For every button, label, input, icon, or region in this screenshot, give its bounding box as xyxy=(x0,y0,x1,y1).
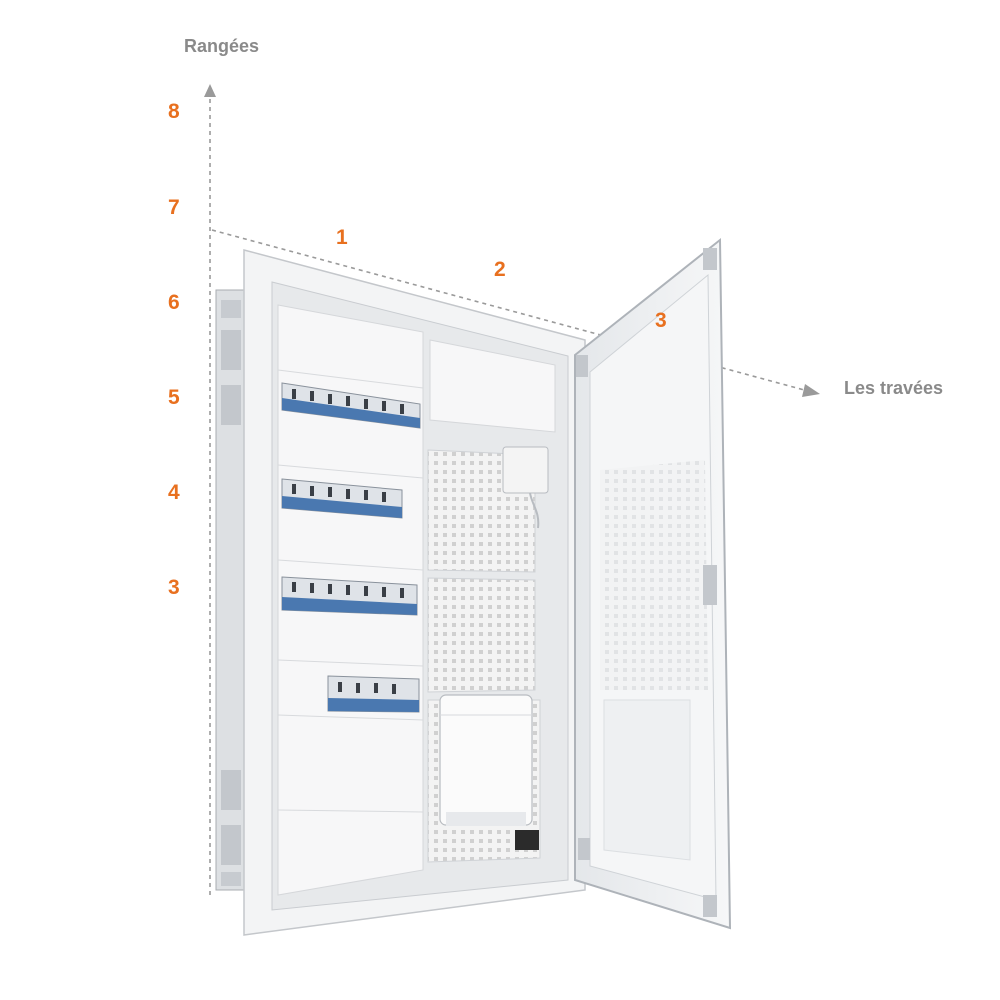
door-hinges xyxy=(576,248,717,917)
bay-1-slot-lines xyxy=(277,369,424,813)
row-number: 3 xyxy=(168,576,180,599)
bays-axis-arrow-icon xyxy=(802,384,820,397)
door-reflection-perforated xyxy=(600,460,708,690)
bay-number: 2 xyxy=(494,258,506,281)
row-number: 5 xyxy=(168,386,180,409)
row-number: 6 xyxy=(168,291,180,314)
breaker-row-2 xyxy=(281,478,403,519)
row-number: 8 xyxy=(168,100,180,123)
rows-axis-arrow-icon xyxy=(204,84,216,97)
door-reflection-box xyxy=(603,699,691,861)
bay-2-perforated-plate-lower xyxy=(427,577,536,693)
row-number: 4 xyxy=(168,481,180,504)
breaker-row-1 xyxy=(281,382,421,429)
breaker-row-4 xyxy=(327,675,420,713)
bay-number: 3 xyxy=(655,309,667,332)
cable-clip xyxy=(515,830,539,850)
rows-axis-title: Rangées xyxy=(184,36,260,56)
bay-number: 1 xyxy=(336,226,348,249)
side-mounting-rail xyxy=(215,289,247,891)
bay-2-top-cover xyxy=(429,339,556,433)
network-box xyxy=(439,694,533,826)
breaker-row-3 xyxy=(281,576,418,616)
power-adapter xyxy=(502,446,549,529)
bays-axis-title: Les travées xyxy=(844,378,944,398)
row-number: 7 xyxy=(168,196,180,219)
